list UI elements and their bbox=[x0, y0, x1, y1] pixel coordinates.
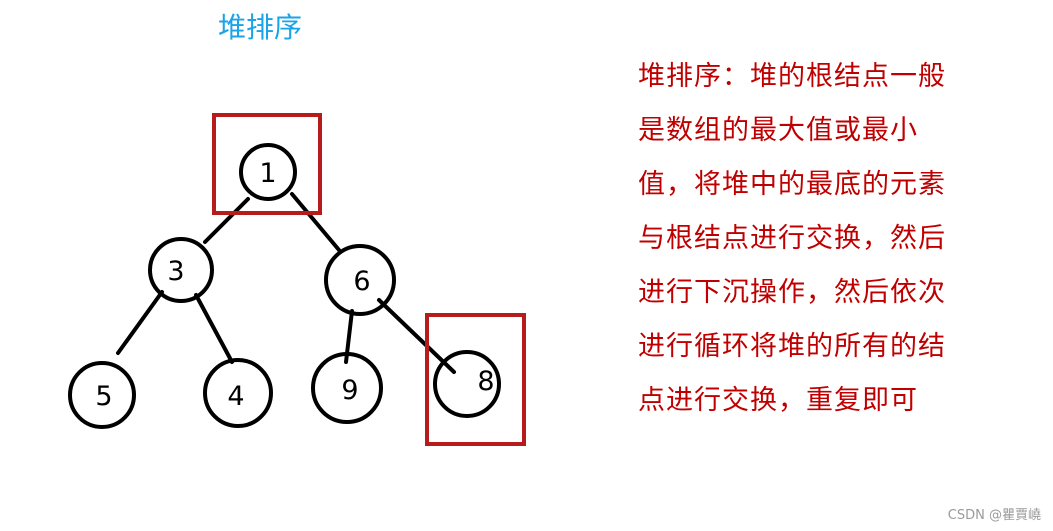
node-circle bbox=[239, 143, 297, 201]
edge-6-8 bbox=[377, 298, 456, 374]
description-line: 点进行交换，重复即可 bbox=[638, 385, 918, 416]
highlight-box-last bbox=[425, 313, 526, 446]
tree-node-5: 5 bbox=[68, 361, 136, 429]
node-label: 3 bbox=[167, 256, 184, 287]
node-label: 5 bbox=[95, 381, 112, 412]
heap-tree: 1 3 6 5 4 9 8 bbox=[68, 113, 526, 446]
tree-node-6: 6 bbox=[324, 244, 396, 316]
diagram-title: 堆排序 bbox=[218, 11, 303, 44]
description-line: 进行循环将堆的所有的结 bbox=[638, 331, 946, 362]
node-label: 8 bbox=[477, 366, 494, 397]
watermark: CSDN @瞿賈嶢 bbox=[947, 508, 1041, 523]
edge-3-4 bbox=[194, 293, 234, 364]
node-circle bbox=[433, 350, 501, 418]
highlight-box-root bbox=[212, 113, 322, 215]
node-circle bbox=[68, 361, 136, 429]
tree-edges bbox=[116, 192, 456, 374]
description-line: 是数组的最大值或最小 bbox=[638, 115, 918, 146]
tree-node-4: 4 bbox=[203, 358, 273, 428]
node-circle bbox=[311, 352, 383, 424]
tree-node-1: 1 bbox=[239, 143, 297, 201]
description-line: 堆排序：堆的根结点一般 bbox=[638, 61, 946, 92]
node-circle bbox=[203, 358, 273, 428]
edge-3-5 bbox=[116, 290, 164, 355]
description-line: 进行下沉操作，然后依次 bbox=[638, 277, 946, 308]
node-label: 9 bbox=[341, 375, 358, 406]
node-label: 4 bbox=[227, 381, 244, 412]
node-circle bbox=[148, 237, 214, 303]
edge-1-3 bbox=[203, 197, 250, 244]
tree-node-8: 8 bbox=[433, 350, 501, 418]
description-line: 与根结点进行交换，然后 bbox=[638, 223, 946, 254]
description-line: 值，将堆中的最底的元素 bbox=[638, 169, 946, 200]
node-label: 6 bbox=[353, 266, 370, 297]
edge-1-6 bbox=[290, 192, 341, 252]
node-label: 1 bbox=[259, 158, 276, 189]
description-text: 堆排序：堆的根结点一般 是数组的最大值或最小 值，将堆中的最底的元素 与根结点进… bbox=[638, 50, 978, 428]
node-circle bbox=[324, 244, 396, 316]
tree-node-9: 9 bbox=[311, 352, 383, 424]
tree-node-3: 3 bbox=[148, 237, 214, 303]
